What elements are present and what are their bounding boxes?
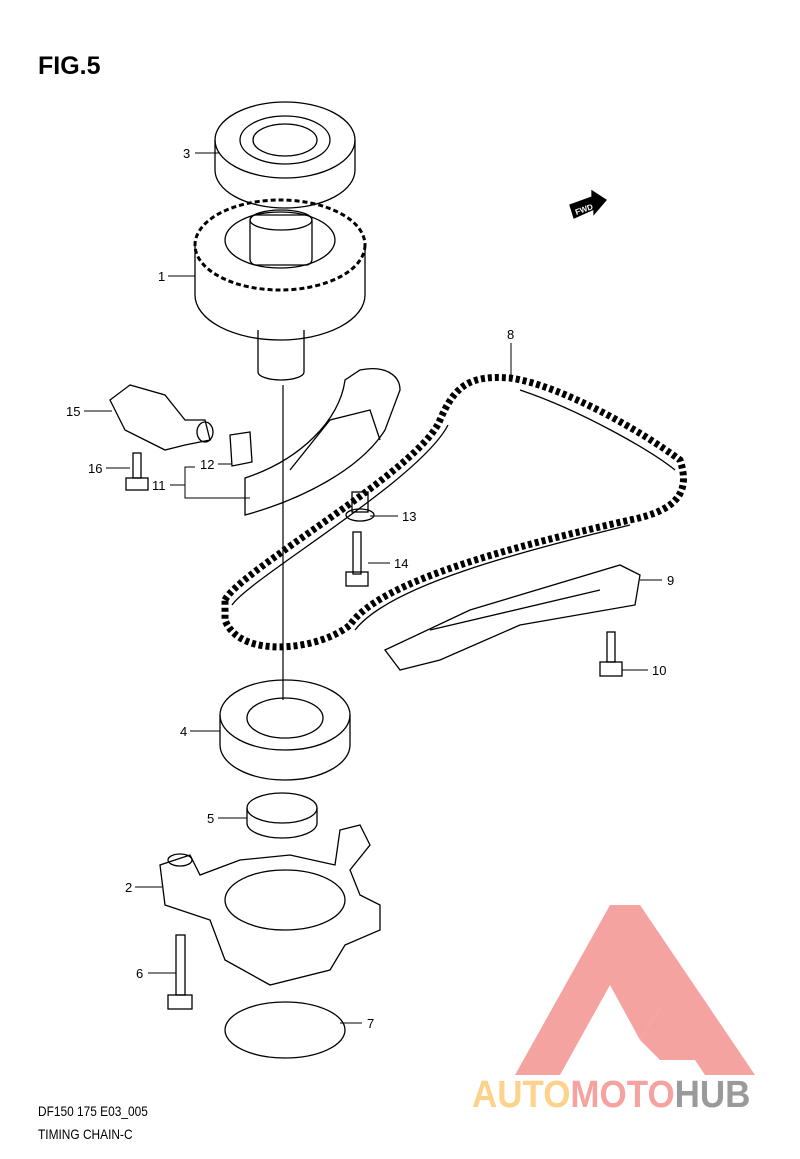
- watermark-text: AUTOMOTOHUB: [472, 1074, 750, 1117]
- callout-1: 1: [158, 269, 166, 284]
- bearing-4: [219, 679, 351, 781]
- timing-chain-8: [221, 374, 687, 651]
- figure-code: DF150 175 E03_005: [38, 1103, 148, 1119]
- bolt-6: [167, 934, 193, 1010]
- callout-3: 3: [183, 146, 191, 161]
- watermark-moto: MOTO: [570, 1074, 675, 1116]
- callout-11: 11: [152, 478, 166, 493]
- callout-6: 6: [136, 966, 144, 981]
- callout-2: 2: [125, 880, 133, 895]
- gear-1: [193, 198, 367, 381]
- bolt-10: [599, 631, 623, 677]
- oil-seal-5: [246, 792, 318, 839]
- housing-2: [159, 824, 381, 986]
- callout-7: 7: [367, 1016, 375, 1031]
- callout-14: 14: [394, 556, 409, 571]
- callout-15: 15: [66, 404, 81, 419]
- callout-8: 8: [507, 327, 515, 342]
- bolt-16: [125, 452, 149, 491]
- fwd-arrow-icon: [569, 189, 607, 219]
- callout-12: 12: [200, 457, 215, 472]
- watermark-logo: [515, 905, 755, 1075]
- bolt-14: [345, 531, 369, 587]
- callout-16: 16: [88, 461, 103, 476]
- callout-10: 10: [652, 663, 667, 678]
- tensioner-15: [109, 384, 214, 451]
- callout-5: 5: [207, 811, 215, 826]
- figure-title: FIG.5: [38, 52, 101, 80]
- bearing-3: [214, 101, 356, 209]
- o-ring-7: [224, 1001, 346, 1059]
- watermark-hub: HUB: [674, 1074, 751, 1116]
- watermark-auto: AUTO: [472, 1074, 571, 1116]
- callout-9: 9: [667, 573, 675, 588]
- leader-lines: [84, 152, 662, 1024]
- callout-4: 4: [180, 724, 188, 739]
- chain-guide-9: [384, 564, 641, 671]
- clip-12: [229, 431, 253, 467]
- figure-name: TIMING CHAIN-C: [38, 1126, 133, 1142]
- callout-13: 13: [402, 509, 417, 524]
- chain-guide-11: [244, 368, 401, 516]
